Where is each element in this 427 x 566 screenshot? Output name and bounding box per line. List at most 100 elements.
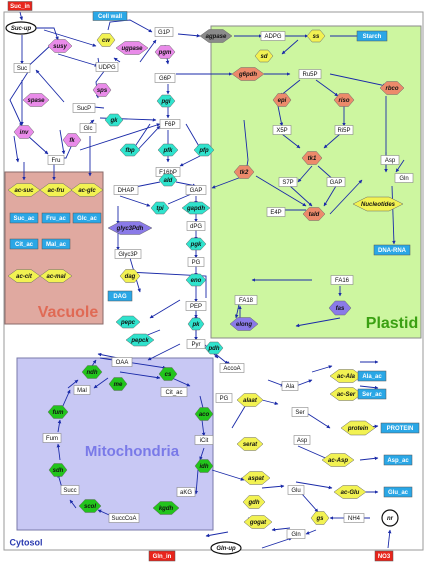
node-pg: PG xyxy=(187,257,205,267)
fru-label: Fru xyxy=(52,158,61,164)
plastid-title: Plastid xyxy=(366,315,418,332)
node-gs: gs xyxy=(310,511,330,525)
node-protein-box: PROTEIN xyxy=(380,422,420,434)
node-tk1: tk1 xyxy=(301,151,323,165)
node-ala: Ala xyxy=(281,381,299,391)
protein-box-label: PROTEIN xyxy=(387,426,414,432)
node-glu-ac: Glu_ac xyxy=(383,486,413,498)
node-dhap: DHAP xyxy=(113,185,139,195)
asp-ac-label: Asp_ac xyxy=(387,458,409,464)
cell-wall-label: Cell wall xyxy=(98,14,122,20)
pepck-label: pepck xyxy=(130,338,149,344)
fru-ac-label: Fru_ac xyxy=(46,216,66,222)
eno-label: eno xyxy=(191,278,202,284)
dhap-label: DHAP xyxy=(118,188,135,194)
dag-label: dag xyxy=(125,274,136,280)
no3-label: NO3 xyxy=(378,554,391,560)
node-aspat: aspat xyxy=(241,471,271,485)
fk-label: fk xyxy=(69,138,75,144)
suc-in-label: Suc_in xyxy=(10,4,30,10)
icit-label: iCit xyxy=(200,438,209,444)
node-protein: protein xyxy=(340,420,376,436)
g1p-label: G1P xyxy=(158,30,170,36)
node-glu: Glu xyxy=(287,485,305,495)
ac-ser-label: ac-Ser xyxy=(337,392,356,398)
node-asp-ac: Asp_ac xyxy=(383,454,413,466)
node-idh: idh xyxy=(194,459,214,473)
ac-ala-label: ac-Ala xyxy=(337,374,356,380)
node-ala-ac: Ala_ac xyxy=(357,370,387,382)
node-gap: GAP xyxy=(185,185,207,195)
idh-label: idh xyxy=(200,464,209,470)
node-epi: epi xyxy=(272,93,292,107)
node-oaa: OAA xyxy=(111,357,133,367)
node-susy: susy xyxy=(47,39,73,53)
node-gap-p: GAP xyxy=(326,177,346,187)
vacuole-title: Vacuole xyxy=(38,304,99,321)
node-dna-rna: DNA-RNA xyxy=(373,244,411,256)
tald-label: tald xyxy=(309,212,320,218)
node-riso: riso xyxy=(333,93,355,107)
node-dpg: dPG xyxy=(186,221,206,231)
nucleotides-label: Nucleotides xyxy=(361,202,396,208)
gogat-label: gogat xyxy=(249,520,267,526)
nh4-label: NH4 xyxy=(348,516,361,522)
node-spase: spase xyxy=(22,93,50,107)
mitochondria-title: Mitochondria xyxy=(85,443,180,460)
node-glyc3p: Glyc3P xyxy=(114,249,142,259)
gap-p-label: GAP xyxy=(330,180,343,186)
node-no3: NO3 xyxy=(374,550,394,562)
node-eno: eno xyxy=(185,273,207,287)
ser-label: Ser xyxy=(295,410,304,416)
ald-label: ald xyxy=(164,178,173,184)
cs-label: cs xyxy=(165,372,172,378)
node-udpg: UDPG xyxy=(95,62,119,72)
gln-p-label: Gln xyxy=(399,176,408,182)
node-ri5p: Ri5P xyxy=(334,125,354,135)
node-gapdh: gapdh xyxy=(181,201,211,215)
node-succ: Succ xyxy=(60,485,80,495)
f6p-label: F6P xyxy=(164,122,175,128)
node-fru: Fru xyxy=(47,155,65,165)
succoa-label: SuccCoA xyxy=(111,516,136,522)
pgi-label: pgi xyxy=(161,99,171,105)
tpi-label: tpi xyxy=(156,206,164,212)
fum-enz-label: fum xyxy=(53,410,65,416)
node-ugpase: ugpase xyxy=(115,41,149,55)
node-inv: inv xyxy=(13,125,35,139)
aspat-label: aspat xyxy=(248,476,265,482)
node-ndh: ndh xyxy=(81,365,103,379)
cit-ac-label: Cit_ac xyxy=(15,242,34,248)
gdh-label: gdh xyxy=(248,500,260,506)
node-me: me xyxy=(108,377,128,391)
ss-label: ss xyxy=(313,34,320,40)
ri5p-label: Ri5P xyxy=(337,128,350,134)
gk-label: gk xyxy=(109,118,118,124)
spase-label: spase xyxy=(27,98,45,104)
cytosol-title: Cytosol xyxy=(9,537,42,547)
node-mal: Mal xyxy=(73,385,91,395)
scol-label: scol xyxy=(84,504,96,510)
gln-label: Gln xyxy=(291,532,300,538)
elong-label: elong xyxy=(236,322,252,328)
node-fru-ac: Fru_ac xyxy=(41,212,71,224)
node-fas: fas xyxy=(328,300,352,316)
node-pgm: pgm xyxy=(154,45,176,59)
node-pepck: pepck xyxy=(125,333,155,347)
node-pfp: pfp xyxy=(193,143,215,157)
gapdh-label: gapdh xyxy=(186,206,205,212)
suc-ac-label: Suc_ac xyxy=(13,216,35,222)
node-alaat: alaat xyxy=(236,393,264,407)
node-ss: ss xyxy=(306,29,326,43)
node-sdh: sdh xyxy=(48,463,68,477)
sdh-label: sdh xyxy=(53,468,64,474)
node-fum-enz: fum xyxy=(47,405,69,419)
ugpase-label: ugpase xyxy=(121,46,143,52)
node-gln: Gln xyxy=(286,529,306,539)
node-rbco: rbco xyxy=(379,81,405,95)
node-succoa: SuccCoA xyxy=(108,513,140,523)
aco-label: aco xyxy=(199,412,210,418)
ndh-label: ndh xyxy=(87,370,98,376)
ac-asp-label: ac-Asp xyxy=(328,458,348,464)
node-fum: Fum xyxy=(42,433,62,443)
